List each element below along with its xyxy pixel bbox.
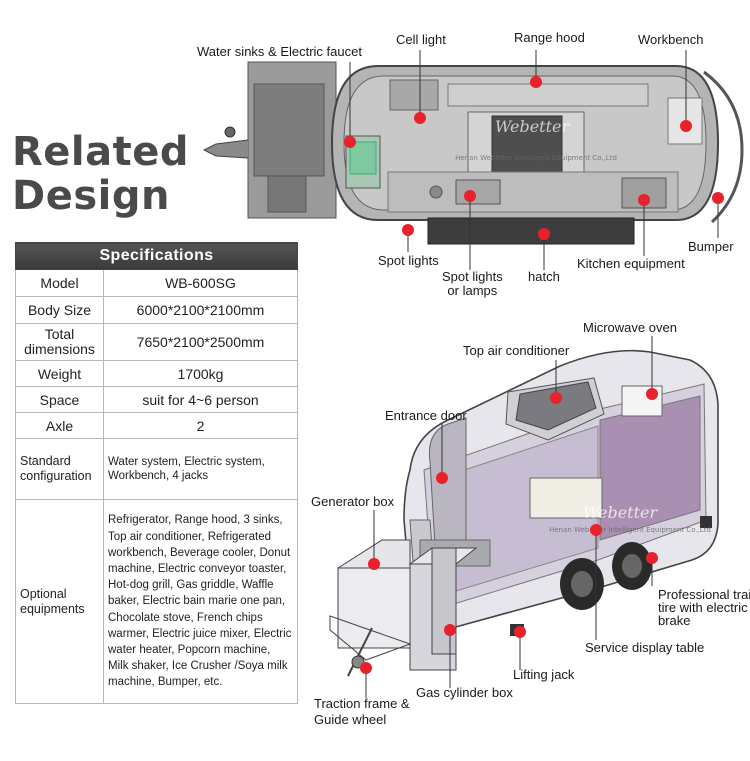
marker-dot — [464, 190, 476, 202]
spec-label: Model — [15, 269, 104, 297]
label-workbench: Workbench — [638, 32, 704, 47]
marker-dot — [514, 626, 526, 638]
label-gas-cylinder-box: Gas cylinder box — [416, 685, 513, 700]
label-spot-lights-lamps-line2: or lamps — [447, 283, 498, 298]
marker-dot — [344, 136, 356, 148]
label-trailer-tire-line3: brake — [658, 613, 691, 628]
marker-dot — [646, 388, 658, 400]
label-generator-box: Generator box — [311, 494, 395, 509]
marker-dot — [402, 224, 414, 236]
label-hatch: hatch — [528, 269, 560, 284]
spec-row: Standard configuration Water system, Ele… — [15, 438, 299, 500]
heading-design: Design — [12, 173, 170, 219]
label-trailer-tire-line1: Professional trailer — [658, 587, 750, 602]
spec-row: Optional equipments Refrigerator, Range … — [15, 499, 299, 704]
marker-dot — [680, 120, 692, 132]
spec-row: Total dimensions 7650*2100*2500mm — [15, 323, 299, 361]
marker-dot — [590, 524, 602, 536]
marker-dot — [436, 472, 448, 484]
top-view-watermark-sub: Henan Webetter Intelligent Equipment Co.… — [455, 154, 617, 162]
specifications-header: Specifications — [14, 242, 299, 270]
perspective-watermark: Webetter — [583, 503, 659, 522]
top-view-watermark: Webetter — [495, 117, 571, 136]
spec-label: Weight — [15, 360, 104, 387]
marker-dot — [712, 192, 724, 204]
marker-dot — [444, 624, 456, 636]
label-water-sinks: Water sinks & Electric faucet — [197, 44, 362, 59]
label-service-display-table: Service display table — [585, 640, 705, 655]
heading-related: Related — [12, 129, 190, 175]
label-spot-lights-lamps-line1: Spot lights — [442, 269, 503, 284]
spec-label: Standard configuration — [15, 438, 104, 500]
label-entrance-door: Entrance door — [385, 408, 467, 423]
top-view-body — [330, 65, 744, 245]
label-traction-frame-line1: Traction frame & — [314, 696, 410, 711]
perspective-watermark-sub: Henan Webetter Intelligent Equipment Co.… — [549, 526, 711, 534]
perspective-wheels — [510, 516, 712, 636]
spec-row: Body Size 6000*2100*2100mm — [15, 296, 299, 324]
label-spot-lights: Spot lights — [378, 253, 439, 268]
label-kitchen-equipment: Kitchen equipment — [577, 256, 685, 271]
specifications-table: Specifications Model WB-600SG Body Size … — [14, 242, 299, 704]
top-view-tongue — [202, 61, 337, 219]
marker-dot — [646, 552, 658, 564]
label-range-hood: Range hood — [514, 30, 585, 45]
marker-dot — [550, 392, 562, 404]
top-view-diagram: Webetter Henan Webetter Intelligent Equi… — [202, 50, 744, 270]
label-lifting-jack: Lifting jack — [513, 667, 575, 682]
marker-dot — [368, 558, 380, 570]
label-trailer-tire-line2: tire with electric — [658, 600, 748, 615]
label-microwave-oven: Microwave oven — [583, 320, 677, 335]
spec-value: 6000*2100*2100mm — [102, 296, 299, 324]
marker-dot — [638, 194, 650, 206]
label-trailer-tire: Professional trailer tire with electric … — [658, 588, 750, 627]
spec-row: Space suit for 4~6 person — [15, 386, 299, 413]
marker-dot — [538, 228, 550, 240]
label-spot-lights-lamps: Spot lights or lamps — [442, 270, 503, 298]
spec-label: Axle — [15, 412, 104, 439]
spec-label: Total dimensions — [15, 323, 104, 361]
marker-dot — [414, 112, 426, 124]
label-cell-light: Cell light — [396, 32, 446, 47]
label-top-air-conditioner: Top air conditioner — [463, 343, 570, 358]
marker-dot — [530, 76, 542, 88]
spec-label: Body Size — [15, 296, 104, 324]
label-bumper: Bumper — [688, 239, 734, 254]
spec-value: Refrigerator, Range hood, 3 sinks, Top a… — [102, 499, 299, 704]
marker-dot — [360, 662, 372, 674]
label-traction-frame-line2: Guide wheel — [314, 712, 387, 727]
label-traction-frame: Traction frame & Guide wheel — [314, 696, 410, 728]
spec-value: suit for 4~6 person — [102, 386, 299, 413]
perspective-boxes — [337, 539, 478, 671]
spec-value: Water system, Electric system, Workbench… — [102, 438, 299, 500]
